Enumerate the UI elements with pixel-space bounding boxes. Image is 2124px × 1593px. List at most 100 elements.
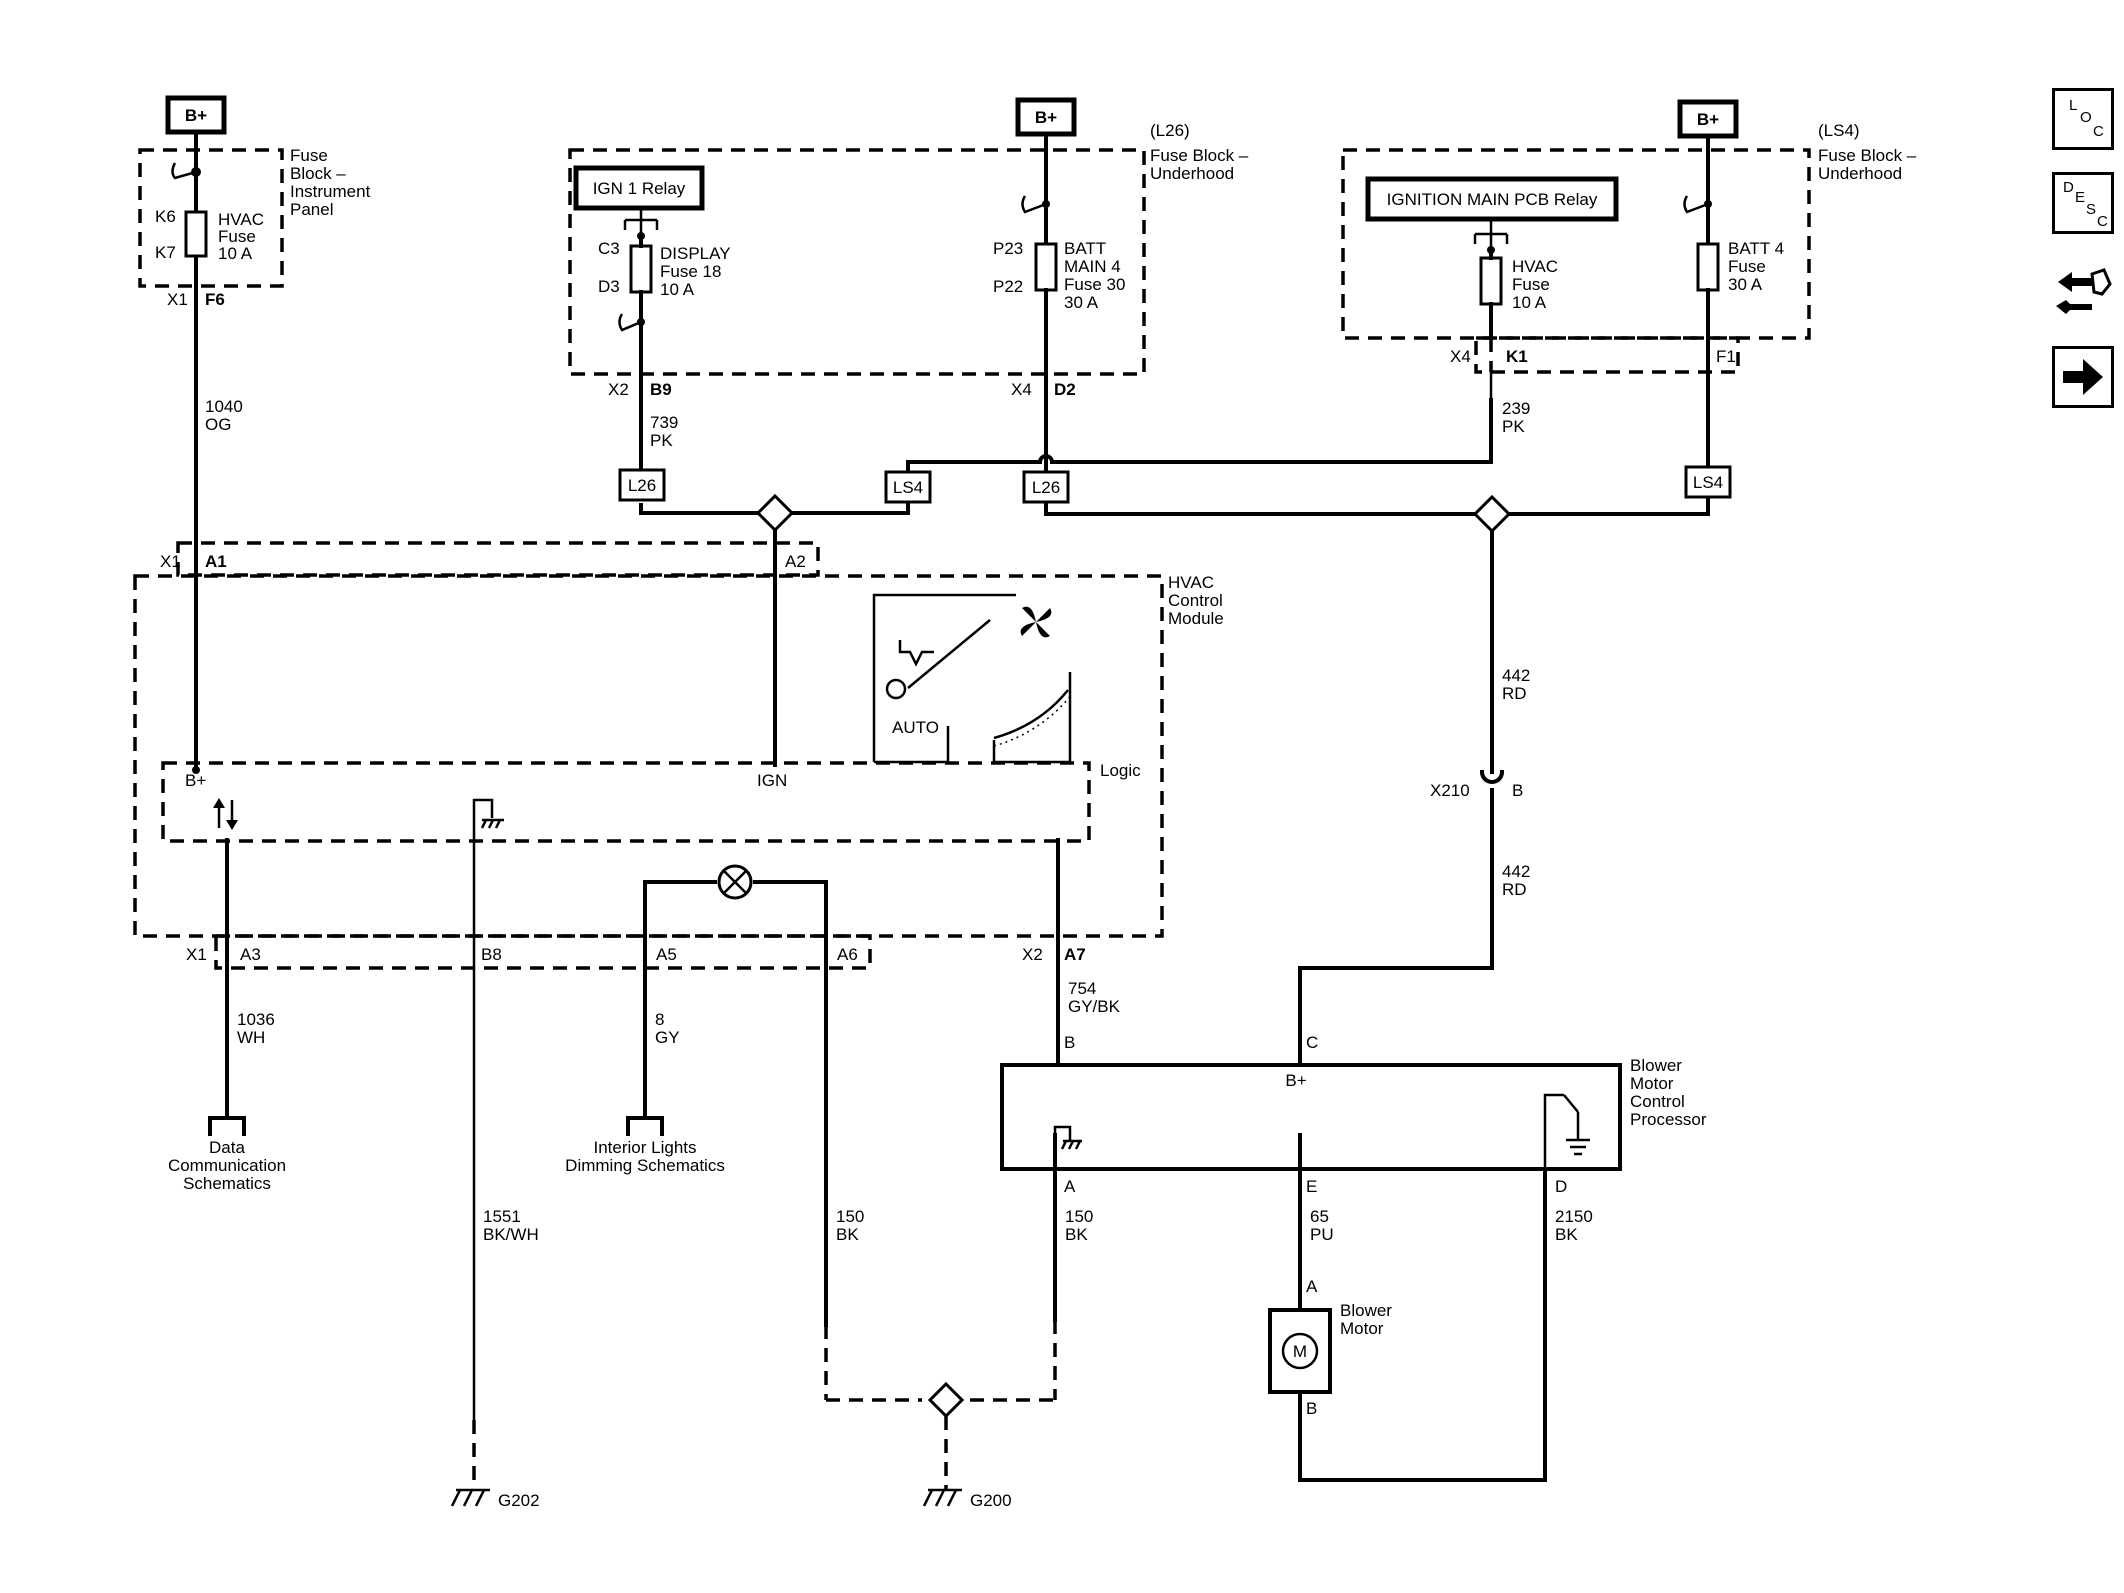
svg-text:IGN: IGN	[757, 771, 787, 790]
svg-text:Fuse 30: Fuse 30	[1064, 275, 1125, 294]
svg-text:A3: A3	[240, 945, 261, 964]
svg-text:G202: G202	[498, 1491, 540, 1510]
loc-letter-o: O	[2080, 109, 2092, 126]
connector-wrench-icon[interactable]	[2052, 262, 2114, 324]
svg-text:1036: 1036	[237, 1010, 275, 1029]
svg-text:739: 739	[650, 413, 678, 432]
svg-text:Fuse: Fuse	[1512, 275, 1550, 294]
svg-text:Data: Data	[209, 1138, 245, 1157]
loc-letter-l: L	[2069, 97, 2078, 114]
svg-text:D3: D3	[598, 277, 620, 296]
svg-text:239: 239	[1502, 399, 1530, 418]
svg-text:C3: C3	[598, 239, 620, 258]
svg-text:65: 65	[1310, 1207, 1329, 1226]
svg-text:8: 8	[655, 1010, 664, 1029]
svg-text:Underhood: Underhood	[1150, 164, 1234, 183]
bidirectional-arrows-icon	[213, 798, 238, 830]
svg-text:754: 754	[1068, 979, 1096, 998]
svg-text:Fuse: Fuse	[218, 227, 256, 246]
svg-text:A: A	[1306, 1277, 1318, 1296]
svg-text:RD: RD	[1502, 880, 1527, 899]
svg-text:Motor: Motor	[1630, 1074, 1674, 1093]
ground-g202-icon	[450, 1488, 490, 1507]
svg-text:Blower: Blower	[1630, 1056, 1682, 1075]
option-connectors: L26 LS4 L26 LS4	[618, 448, 1732, 767]
next-arrow-icon[interactable]	[2052, 346, 2114, 408]
svg-text:Communication: Communication	[168, 1156, 286, 1175]
svg-text:PK: PK	[1502, 417, 1525, 436]
svg-text:DISPLAY: DISPLAY	[660, 244, 731, 263]
svg-text:F6: F6	[205, 290, 225, 309]
svg-text:1551: 1551	[483, 1207, 521, 1226]
svg-text:Fuse: Fuse	[290, 146, 328, 165]
svg-text:1040: 1040	[205, 397, 243, 416]
svg-text:C: C	[1306, 1033, 1318, 1052]
loc-icon[interactable]: L O C	[2052, 88, 2114, 150]
blower-motor: 65 PU A M Blower Motor B 2150 BK	[1268, 1167, 1593, 1482]
svg-text:GY: GY	[655, 1028, 680, 1047]
fuse-block-underhood-l26: (L26) Fuse Block – Underhood IGN 1 Relay…	[568, 121, 1249, 492]
svg-text:150: 150	[1065, 1207, 1093, 1226]
svg-text:(LS4): (LS4)	[1818, 121, 1860, 140]
svg-text:E: E	[1306, 1177, 1317, 1196]
svg-text:Panel: Panel	[290, 200, 333, 219]
svg-text:HVAC: HVAC	[218, 210, 264, 229]
svg-text:Dimming Schematics: Dimming Schematics	[565, 1156, 725, 1175]
desc-letter-s: S	[2086, 201, 2097, 218]
svg-text:B+: B+	[1697, 110, 1719, 129]
desc-letter-d: D	[2063, 179, 2074, 196]
svg-text:30 A: 30 A	[1064, 293, 1099, 312]
svg-text:LS4: LS4	[893, 478, 923, 497]
svg-text:10 A: 10 A	[1512, 293, 1547, 312]
svg-text:D: D	[1555, 1177, 1567, 1196]
svg-text:442: 442	[1502, 862, 1530, 881]
desc-icon[interactable]: D E S C	[2052, 172, 2114, 234]
fuse-block-instrument-panel: K6 K7 HVAC Fuse 10 A Fuse Block – Instru…	[138, 130, 371, 472]
svg-text:X4: X4	[1450, 347, 1471, 366]
svg-text:Processor: Processor	[1630, 1110, 1707, 1129]
loc-letter-c: C	[2093, 123, 2104, 140]
svg-text:Control: Control	[1168, 591, 1223, 610]
svg-text:PU: PU	[1310, 1225, 1334, 1244]
bplus-left: B+	[165, 95, 227, 135]
svg-text:F1: F1	[1716, 347, 1736, 366]
blower-motor-control-processor: B C B+ Blower Motor Control Processor A …	[1000, 1033, 1707, 1196]
svg-text:B: B	[1064, 1033, 1075, 1052]
svg-text:X1: X1	[186, 945, 207, 964]
svg-text:Underhood: Underhood	[1818, 164, 1902, 183]
svg-text:B9: B9	[650, 380, 672, 399]
ground-g200-icon	[922, 1488, 962, 1507]
bplus-center: B+	[1015, 97, 1077, 137]
svg-text:L26: L26	[628, 476, 656, 495]
svg-text:B: B	[1306, 1399, 1317, 1418]
svg-text:A2: A2	[785, 552, 806, 571]
svg-text:P23: P23	[993, 239, 1023, 258]
svg-text:MAIN 4: MAIN 4	[1064, 257, 1121, 276]
svg-text:X210: X210	[1430, 781, 1470, 800]
svg-text:Block –: Block –	[290, 164, 346, 183]
svg-text:OG: OG	[205, 415, 231, 434]
svg-text:30 A: 30 A	[1728, 275, 1763, 294]
svg-text:A: A	[1064, 1177, 1076, 1196]
svg-text:Fuse: Fuse	[1728, 257, 1766, 276]
svg-text:AUTO: AUTO	[892, 718, 939, 737]
svg-text:Module: Module	[1168, 609, 1224, 628]
svg-text:K1: K1	[1506, 347, 1528, 366]
switch-to-ground-icon	[1543, 1093, 1590, 1169]
svg-text:G200: G200	[970, 1491, 1012, 1510]
svg-text:IGNITION MAIN PCB Relay: IGNITION MAIN PCB Relay	[1387, 190, 1598, 209]
svg-text:M: M	[1293, 1342, 1307, 1361]
svg-text:X1: X1	[167, 290, 188, 309]
svg-text:B+: B+	[185, 106, 207, 125]
svg-text:Control: Control	[1630, 1092, 1685, 1111]
svg-text:K6: K6	[155, 207, 176, 226]
svg-text:Fuse Block –: Fuse Block –	[1818, 146, 1917, 165]
svg-text:X4: X4	[1011, 380, 1032, 399]
svg-text:B+: B+	[185, 771, 206, 790]
svg-text:BK: BK	[836, 1225, 859, 1244]
svg-text:LS4: LS4	[1693, 473, 1723, 492]
svg-text:BATT 4: BATT 4	[1728, 239, 1784, 258]
svg-text:GY/BK: GY/BK	[1068, 997, 1121, 1016]
svg-text:B8: B8	[481, 945, 502, 964]
